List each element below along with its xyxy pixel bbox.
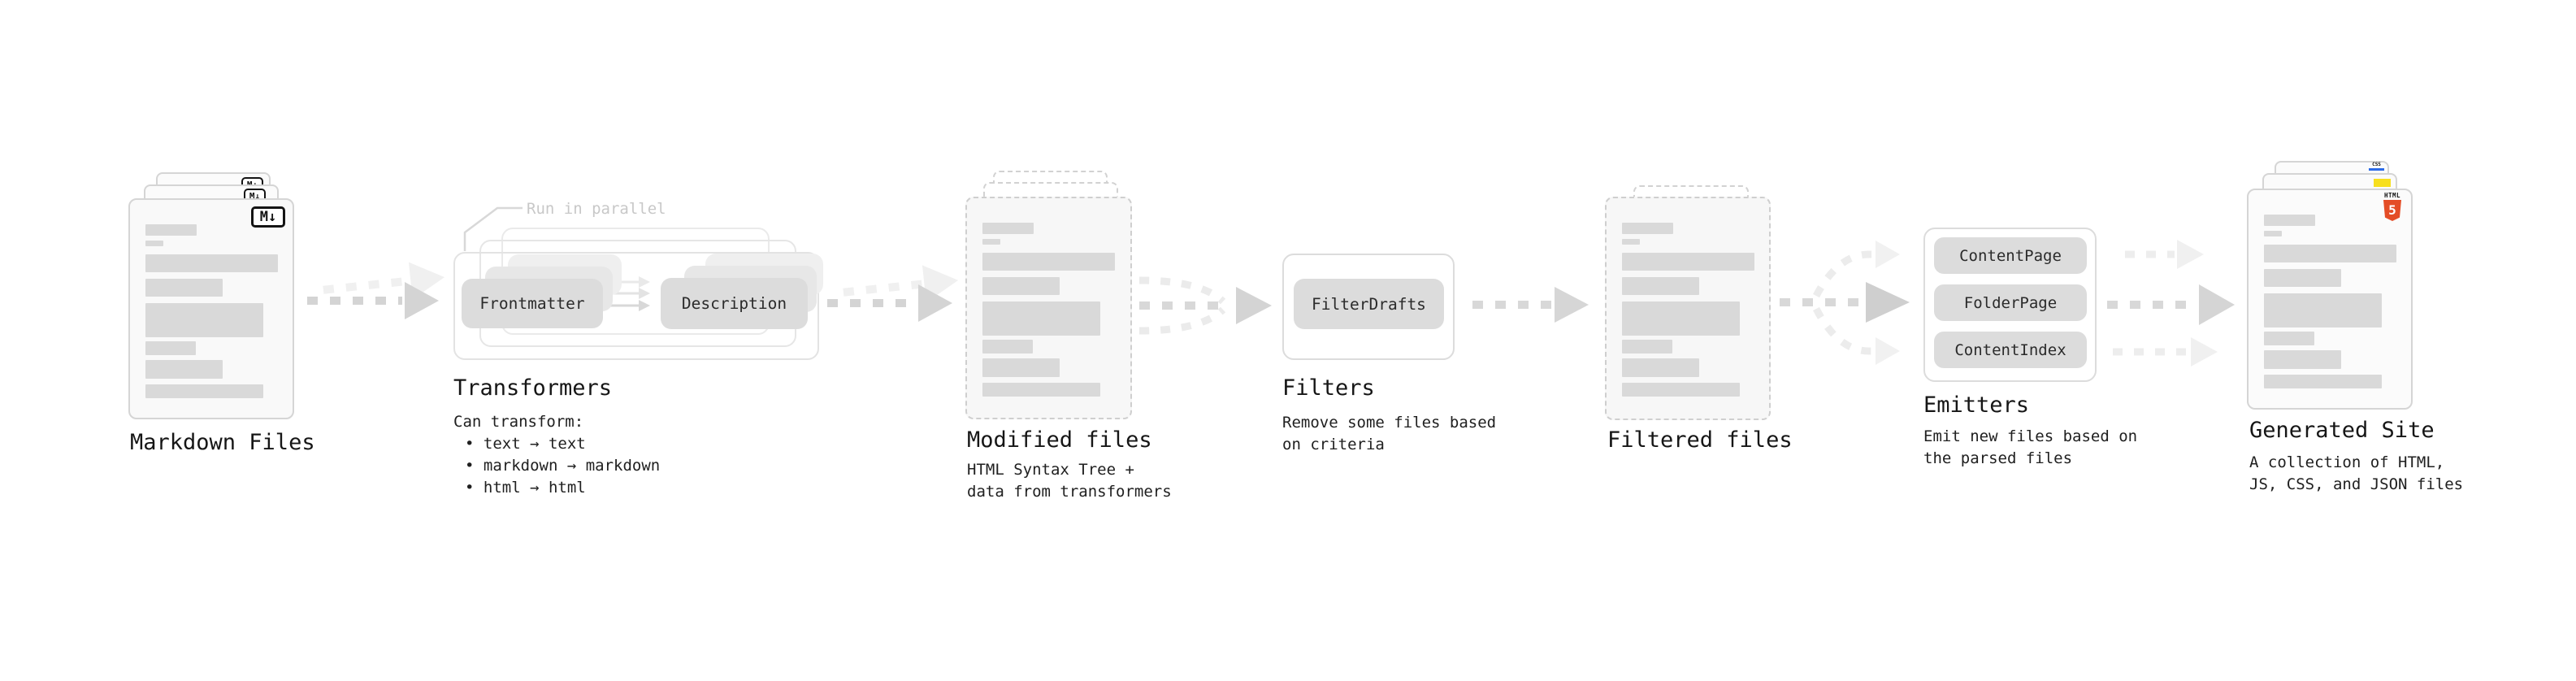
stage-label-filters: Filters [1282,375,1375,401]
arrow-filtered-to-emitters-split [1780,241,1910,365]
arrow-emitters-to-generated [2107,240,2235,367]
text-line-bar [1622,277,1699,295]
text-line-bar [145,341,196,355]
transformer-box-frontmatter: Frontmatter [462,279,603,328]
text-line-bar [982,239,1000,245]
text-line-bar [982,223,1034,234]
transformers-bullet: html → html [453,477,660,499]
transformer-box-description: Description [661,278,808,329]
emitters-desc-line: the parsed files [1923,449,2073,467]
stage-label-modified-files: Modified files [967,427,1152,453]
text-line-bar [1622,340,1672,354]
arrow-modified-to-filters-merge [1138,276,1272,335]
arrow-markdown-to-transformers [307,262,445,319]
markdown-file-card: M↓ [128,198,294,419]
stage-label-transformers: Transformers [453,375,613,401]
emitters-description: Emit new files based on the parsed files [1923,426,2137,470]
transformer-run-outline-front [453,252,819,360]
filters-desc-line: on criteria [1282,436,1385,453]
js-icon [2374,179,2391,187]
transformers-bullet: markdown → markdown [453,455,660,477]
stage-label-markdown-files: Markdown Files [130,430,315,455]
stage-label-generated-site: Generated Site [2249,418,2435,443]
text-line-bar [145,254,278,272]
parallel-note: Run in parallel [527,200,666,218]
filters-description: Remove some files based on criteria [1282,412,1496,456]
text-line-bar [1622,253,1754,271]
text-line-bar [982,253,1115,271]
text-line-bar [982,340,1033,354]
stage-label-emitters: Emitters [1923,393,2030,418]
arrow-filters-to-filtered [1472,287,1589,323]
emitter-box-contentindex: ContentIndex [1934,332,2087,368]
text-line-bar [2264,231,2282,236]
transformers-bullet: text → text [453,433,660,455]
text-line-bar [145,241,163,246]
text-line-bar [982,277,1060,295]
modified-desc-line: data from transformers [967,483,1172,501]
text-line-bar [1622,358,1699,377]
modified-file-card [965,197,1132,419]
text-line-bar [982,301,1100,336]
generated-desc-line: JS, CSS, and JSON files [2249,475,2464,493]
html5-icon: HTML 5 [2383,192,2402,221]
modified-desc-line: HTML Syntax Tree + [967,461,1134,479]
markdown-icon: M↓ [251,206,285,228]
stage-label-filtered-files: Filtered files [1607,427,1793,453]
transformers-description: Can transform: text → text markdown → ma… [453,411,660,499]
text-line-bar [2264,215,2315,226]
html5-word: HTML [2383,192,2401,199]
arrow-transformers-to-modified [827,265,959,322]
emitter-box-contentpage: ContentPage [1934,237,2087,274]
generated-site-description: A collection of HTML, JS, CSS, and JSON … [2249,452,2463,496]
filtered-file-card [1605,197,1771,420]
text-line-bar [1622,383,1740,397]
transformers-desc-title: Can transform: [453,413,584,431]
filter-box-filterdrafts: FilterDrafts [1294,279,1444,329]
text-line-bar [982,383,1100,397]
generated-file-card-html [2247,189,2413,410]
text-line-bar [2264,350,2341,369]
text-line-bar [145,224,197,236]
generated-desc-line: A collection of HTML, [2249,453,2445,471]
text-line-bar [982,358,1060,377]
emitter-box-folderpage: FolderPage [1934,284,2087,321]
text-line-bar [2264,269,2341,287]
text-line-bar [2264,375,2382,388]
filters-desc-line: Remove some files based [1282,414,1497,432]
text-line-bar [145,279,223,297]
text-line-bar [2264,245,2396,262]
modified-files-description: HTML Syntax Tree + data from transformer… [967,459,1172,503]
text-line-bar [1622,239,1640,245]
emitters-desc-line: Emit new files based on [1923,427,2138,445]
html5-shield: 5 [2383,200,2401,221]
text-line-bar [1622,223,1673,234]
text-line-bar [2264,293,2382,327]
text-line-bar [145,360,223,379]
text-line-bar [2264,332,2314,345]
text-line-bar [145,384,263,398]
text-line-bar [145,303,263,337]
css-icon: CSS [2369,162,2384,171]
text-line-bar [1622,301,1740,336]
